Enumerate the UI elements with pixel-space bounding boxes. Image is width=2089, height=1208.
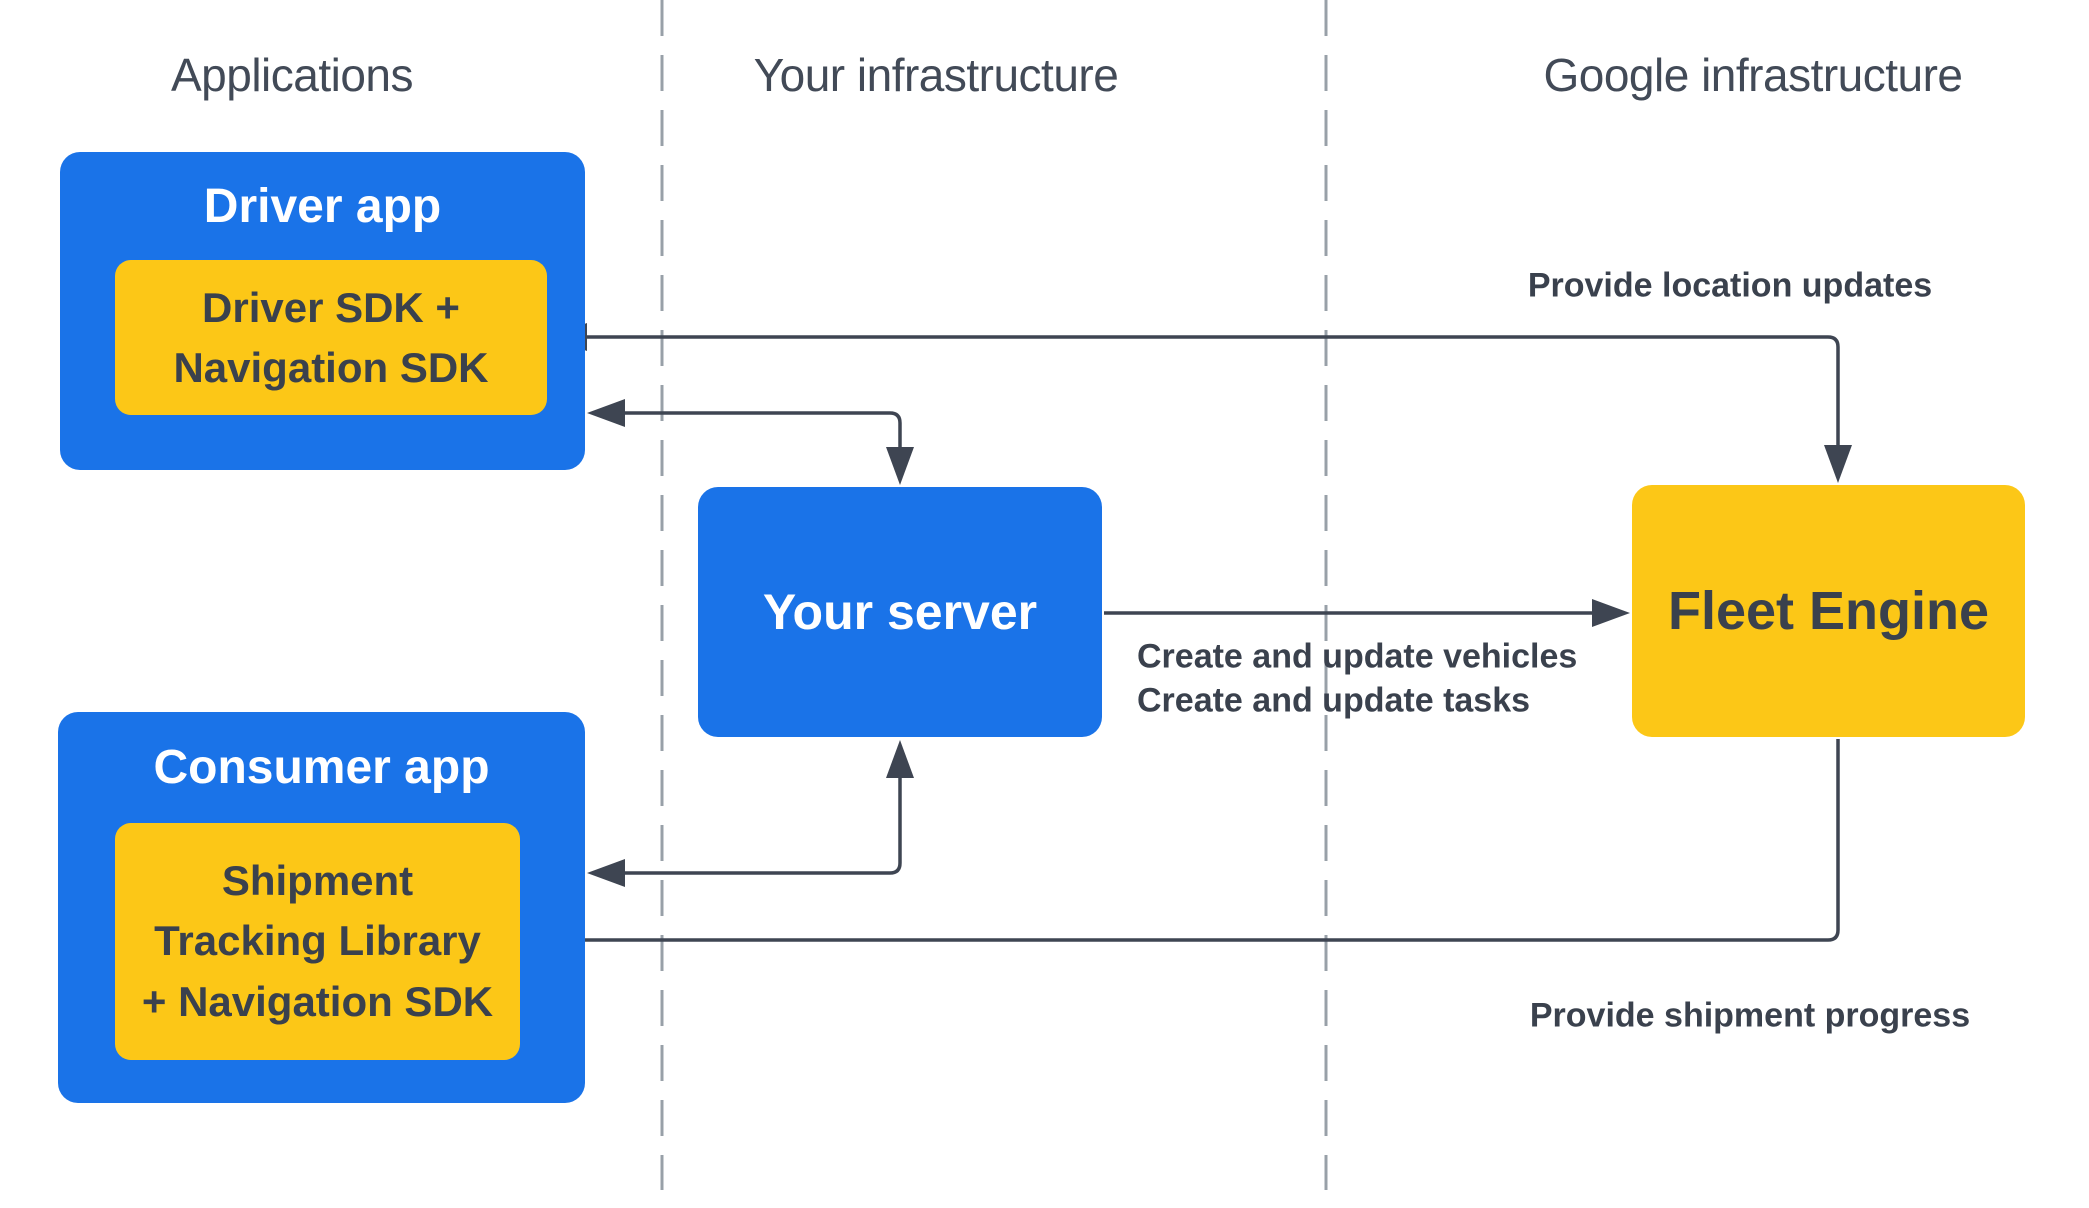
- fleet-engine-node: Fleet Engine: [1632, 485, 2025, 737]
- consumer-server-arrow: [587, 740, 914, 887]
- location-updates-arrow: [549, 323, 1852, 483]
- column-header-google-infrastructure: Google infrastructure: [1543, 49, 1963, 101]
- provide-shipment-progress-label: Provide shipment progress: [1529, 996, 1971, 1035]
- column-header-your-infrastructure: Your infrastructure: [753, 49, 1119, 101]
- create-vehicles-label: Create and update vehicles: [1137, 637, 1578, 676]
- provide-location-updates-label: Provide location updates: [1527, 266, 1933, 305]
- shipment-tracking-library-node: Shipment Tracking Library + Navigation S…: [115, 823, 520, 1060]
- consumer-app-title: Consumer app: [153, 741, 490, 794]
- shipment-lib-line-2: Tracking Library: [154, 917, 481, 965]
- shipment-lib-line-1: Shipment: [221, 856, 414, 904]
- driver-app-node: Driver app Driver SDK + Navigation SDK: [60, 152, 585, 470]
- driver-app-title: Driver app: [203, 179, 442, 233]
- shipment-lib-line-3: + Navigation SDK: [141, 977, 494, 1025]
- server-fleet-arrow: [1104, 599, 1630, 627]
- driver-sdk-line-2: Navigation SDK: [173, 343, 489, 391]
- fleet-consumer-arrow: [522, 739, 1840, 954]
- your-server-title: Your server: [762, 584, 1038, 640]
- driver-server-arrow: [587, 399, 914, 485]
- consumer-app-node: Consumer app Shipment Tracking Library +…: [58, 712, 585, 1103]
- your-server-node: Your server: [698, 487, 1102, 737]
- fleet-engine-title: Fleet Engine: [1667, 581, 1990, 641]
- column-header-applications: Applications: [170, 49, 414, 101]
- driver-sdk-node: Driver SDK + Navigation SDK: [115, 260, 547, 415]
- driver-sdk-line-1: Driver SDK +: [202, 283, 460, 331]
- create-tasks-label: Create and update tasks: [1137, 681, 1531, 720]
